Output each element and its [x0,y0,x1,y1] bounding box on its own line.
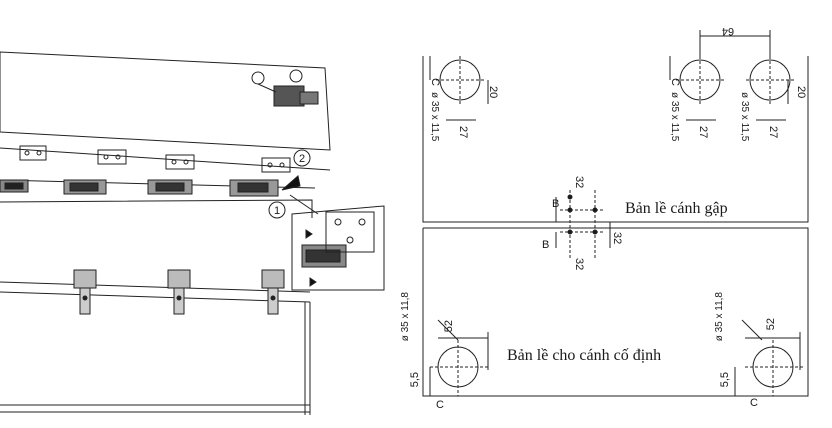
lower-hinge [167,269,191,315]
dim-55-left: 5,5 [409,372,421,387]
lid-hinge-plate [97,149,127,165]
folding-lid-panel [0,51,331,151]
dim-20-right: 20 [795,86,807,98]
dim-bore-top-mid: ø 35 x 11,5 [669,92,680,142]
dim-c-top-mid: C [669,78,681,86]
dim-b-top: B [552,198,559,210]
hinge-arm [229,179,279,197]
top-panel-outline [422,56,809,223]
step-2-marker [293,149,311,167]
dim-32-right: 32 [611,232,623,244]
dim-c-bottom-right: C [750,397,758,409]
hinge-arm [63,179,107,195]
dim-32-bottom: 32 [573,258,585,270]
top-bore-mid [679,59,721,101]
dim-c-bottom-left: C [436,399,444,411]
top-panel-title: Bản lề cánh gập [625,200,728,217]
lid-hinge-plate [165,154,195,170]
dim-bore-bottom-right: ø 35 x 11,8 [714,292,725,342]
dim-52-right: 52 [765,318,777,330]
dim-bore-top-right: ø 35 x 11,5 [739,92,750,142]
step-1-label: 1 [274,205,280,217]
bottom-panel-title: Bản lề cho cánh cố định [507,347,661,364]
left-illustration [0,51,385,415]
step-1-marker [268,201,286,219]
hinge-arm [0,179,29,193]
dim-27-right: 27 [767,126,779,138]
dim-32-top: 32 [573,176,585,188]
hinge-mechanism [251,69,319,107]
lower-hinge [261,269,285,315]
arrow-icon [281,175,301,191]
hinge-arm [147,179,193,195]
left-step-labels: 2 1 [274,153,305,217]
detail-inset [289,194,385,291]
dim-spacing: 64 [722,25,734,37]
top-bore-left [439,59,481,101]
bottom-panel-outline [422,227,809,397]
dim-20-left: 20 [487,86,499,98]
dim-52-left: 52 [443,320,455,332]
lower-hinge [73,269,97,315]
dim-b-bottom: B [542,239,549,251]
dim-c-top-left: C [429,78,441,86]
center-hole-pattern [555,190,611,258]
dim-bore-top-left: ø 35 x 11,5 [429,92,440,142]
top-bore-right [749,59,791,101]
dim-bore-bottom-left: ø 35 x 11,8 [400,292,411,342]
lid-hinge-plate [261,157,291,173]
right-drawing [422,30,809,397]
step-2-label: 2 [299,153,305,165]
cabinet-frame [0,199,313,218]
dim-55-right: 5,5 [719,372,731,387]
lid-hinge-plate [19,145,47,161]
dim-27-mid: 27 [697,126,709,138]
dim-27-left: 27 [457,126,469,138]
